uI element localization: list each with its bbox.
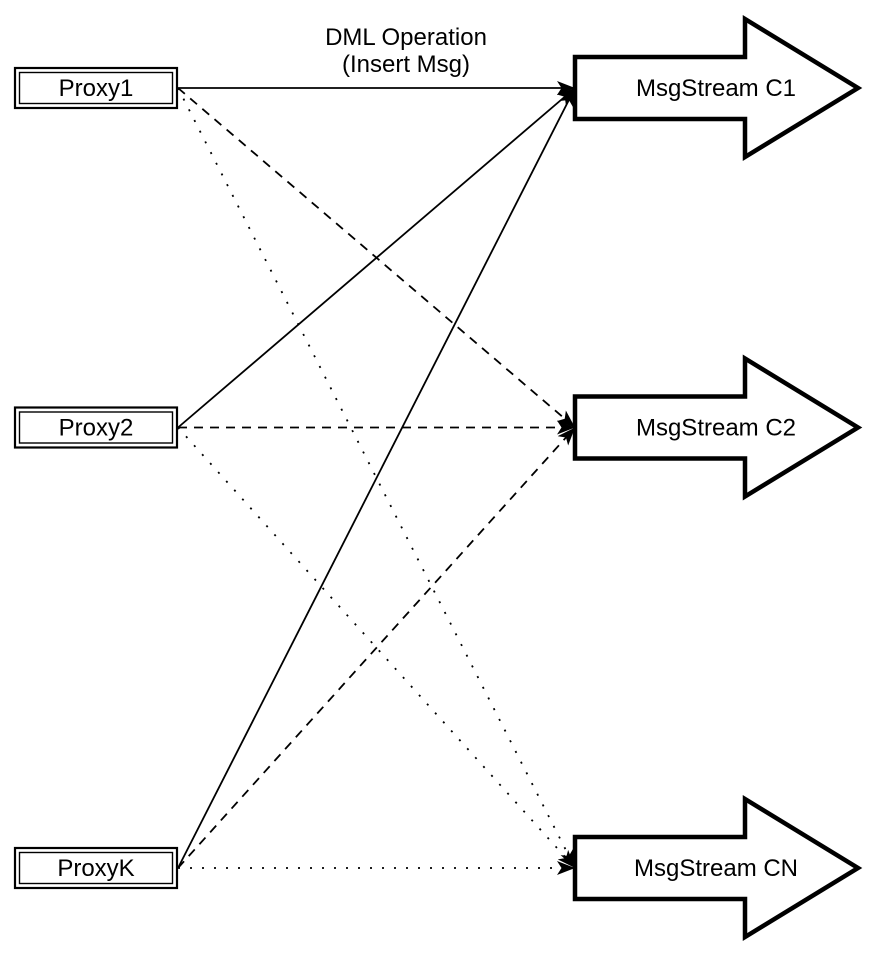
proxy-node-proxyk: ProxyK	[13, 846, 179, 890]
diagram-title-line1: DML Operation	[325, 24, 487, 51]
proxy-label: ProxyK	[57, 855, 134, 882]
proxy-box	[13, 846, 179, 890]
stream-node-cn: MsgStream CN	[572, 794, 863, 942]
stream-label: MsgStream C1	[636, 75, 796, 102]
edge-proxy1-c2	[177, 87, 576, 429]
proxy-box	[13, 406, 179, 449]
proxy-label: Proxy2	[59, 415, 134, 442]
diagram-title-line2: (Insert Msg)	[342, 51, 470, 78]
proxy-node-proxy1: Proxy1	[13, 66, 179, 110]
msgstream-arrow-shape	[572, 794, 863, 942]
edge-proxy1-cn	[177, 87, 576, 869]
msgstream-arrow-shape	[572, 354, 863, 501]
proxy-box	[13, 66, 179, 110]
proxy-box-inner-frame	[18, 71, 174, 105]
edge-proxyk-c2	[177, 426, 576, 869]
proxy-node-proxy2: Proxy2	[13, 406, 179, 449]
stream-label: MsgStream CN	[634, 855, 798, 882]
proxy-label: Proxy1	[59, 75, 134, 102]
proxy-box-inner-frame	[18, 851, 174, 885]
stream-node-c2: MsgStream C2	[572, 354, 863, 501]
stream-node-c1: MsgStream C1	[572, 14, 863, 162]
edges-layer	[177, 81, 576, 875]
stream-label: MsgStream C2	[636, 415, 796, 442]
msgstream-arrow-shape	[572, 14, 863, 162]
edge-proxyk-c1	[177, 87, 576, 869]
proxy-box-inner-frame	[18, 411, 174, 444]
